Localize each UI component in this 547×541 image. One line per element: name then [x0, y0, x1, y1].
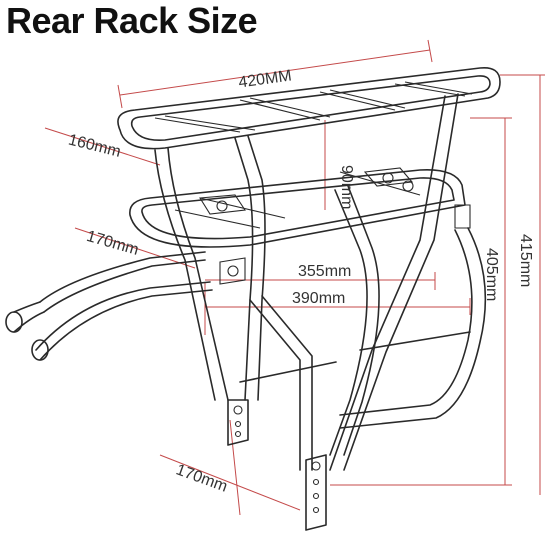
label-inner-width: 355mm: [298, 263, 351, 280]
label-height-405: 405mm: [483, 248, 500, 301]
label-depth-lower: 170mm: [85, 228, 141, 259]
label-leg-depth: 170mm: [174, 461, 230, 495]
page-title: Rear Rack Size: [6, 0, 258, 41]
rack-frame: [5, 66, 501, 531]
label-outer-width: 390mm: [292, 290, 345, 307]
label-width-top: 420MM: [237, 67, 292, 91]
label-height-415: 415mm: [517, 234, 534, 287]
label-height-gap: 90mm: [338, 165, 355, 209]
label-depth-top: 160mm: [67, 131, 123, 160]
